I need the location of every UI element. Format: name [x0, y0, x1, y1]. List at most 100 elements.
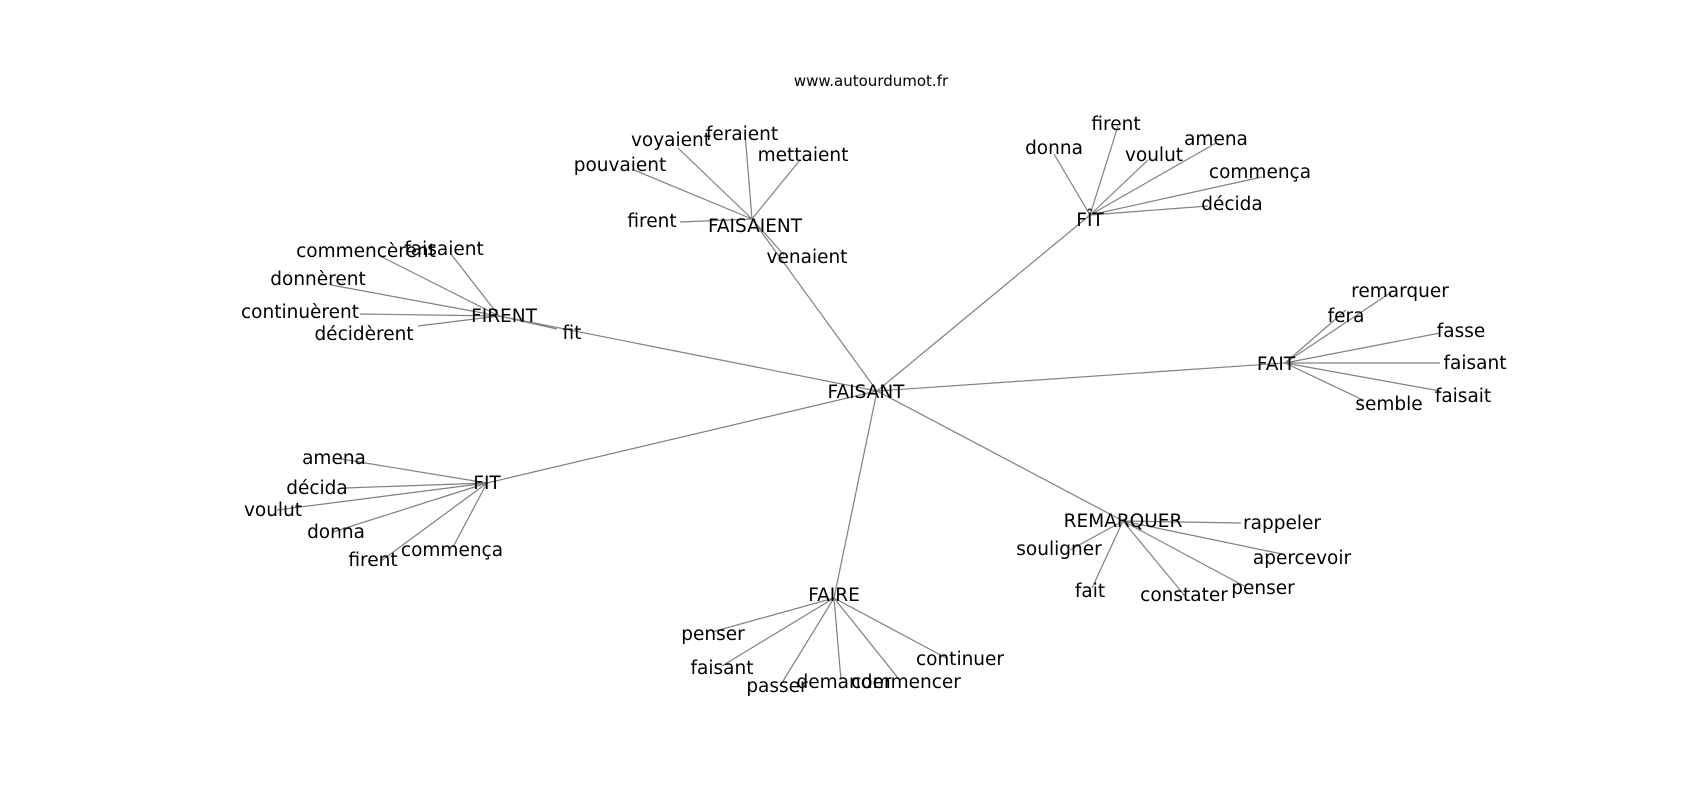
leaf-word-node: firent [348, 550, 397, 571]
hub-word-node: REMARQUER [1064, 511, 1183, 532]
leaf-word-node: amena [302, 448, 366, 469]
leaf-word-node: faisant [1444, 353, 1507, 374]
leaf-word-node: souligner [1016, 539, 1102, 560]
graph-edges [276, 125, 1441, 687]
hub-leaf-edge [1284, 309, 1347, 364]
center-hub-edge [833, 390, 878, 599]
hub-leaf-edge [498, 315, 558, 330]
leaf-word-node: donna [307, 522, 365, 543]
hub-leaf-edge [677, 147, 753, 220]
leaf-word-node: passer [746, 676, 808, 697]
hub-leaf-edge [344, 482, 488, 489]
hub-leaf-edge [340, 458, 488, 484]
hub-leaf-edge [711, 597, 835, 633]
hub-leaf-edge [679, 218, 753, 223]
hub-leaf-edge [1122, 520, 1186, 597]
leaf-word-node: faisant [691, 658, 754, 679]
hub-leaf-edge [1122, 520, 1283, 555]
leaf-word-node: pouvaient [574, 155, 667, 176]
hub-leaf-edge [721, 597, 835, 667]
hub-leaf-edge [833, 597, 899, 679]
center-hub-edge [486, 390, 878, 484]
hub-leaf-edge [332, 482, 488, 533]
center-word-node: FAISANT [828, 382, 906, 403]
leaf-word-node: voyaient [631, 130, 711, 151]
leaf-word-node: faisaient [404, 239, 483, 260]
leaf-word-node: feraient [706, 124, 778, 145]
graph-labels: FAISANT FAISAIENT voyaientferaientmettaien… [241, 114, 1506, 697]
hub-leaf-edge [452, 482, 488, 548]
hub-leaf-edge [359, 313, 500, 317]
leaf-word-node: remarquer [1351, 281, 1449, 302]
hub-leaf-edge [380, 482, 488, 562]
leaf-word-node: firent [1091, 114, 1140, 135]
hub-leaf-edge [1284, 292, 1391, 364]
hub-leaf-edge [379, 255, 500, 317]
hub-leaf-edge [1089, 205, 1209, 216]
hub-word-node: FIRENT [471, 306, 537, 327]
hub-word-node: FAISAIENT [708, 216, 803, 237]
leaf-word-node: donnèrent [270, 269, 365, 290]
leaf-word-node: fera [1328, 306, 1365, 327]
hub-leaf-edge [417, 315, 500, 327]
leaf-word-node: venaient [767, 247, 848, 268]
leaf-word-node: penser [1231, 578, 1295, 599]
leaf-word-node: fasse [1437, 321, 1486, 342]
site-url: www.autourdumot.fr [793, 72, 949, 90]
hub-leaf-edge [1284, 362, 1441, 392]
hub-leaf-edge [744, 132, 753, 220]
leaf-word-node: commencèrent [296, 241, 436, 262]
hub-leaf-edge [1089, 125, 1119, 216]
hub-leaf-edge [1053, 153, 1091, 216]
hub-leaf-edge [276, 482, 488, 511]
hub-leaf-edge [1089, 176, 1263, 216]
leaf-word-node: commença [1209, 162, 1311, 183]
hub-leaf-edge [1091, 520, 1124, 589]
leaf-word-node: mettaient [758, 145, 849, 166]
hub-leaf-edge [833, 597, 949, 660]
hub-leaf-edge [1284, 332, 1441, 364]
leaf-word-node: amena [1184, 129, 1248, 150]
hub-word-node: FAIT [1257, 354, 1296, 375]
hub-leaf-edge [1122, 520, 1245, 587]
hub-leaf-edge [1284, 362, 1364, 401]
hub-leaf-edge [450, 253, 500, 317]
leaf-word-node: commença [401, 540, 503, 561]
hub-word-node: FIT [473, 473, 501, 494]
leaf-word-node: demander [797, 672, 892, 693]
leaf-word-node: rappeler [1243, 513, 1321, 534]
leaf-word-node: fit [563, 323, 582, 344]
leaf-word-node: fait [1075, 581, 1105, 602]
hub-word-node: FÎT [1076, 209, 1104, 231]
leaf-word-node: apercevoir [1253, 548, 1352, 569]
center-hub-edge [751, 218, 878, 392]
hub-leaf-edge [330, 284, 500, 317]
leaf-word-node: donna [1025, 138, 1083, 159]
center-hub-edge [498, 315, 878, 392]
leaf-word-node: continuèrent [241, 302, 359, 323]
center-hub-edge [876, 214, 1091, 392]
leaf-word-node: semble [1355, 394, 1422, 415]
leaf-word-node: commencer [851, 672, 961, 693]
hub-leaf-edge [833, 597, 842, 681]
hub-leaf-edge [1089, 142, 1217, 216]
leaf-word-node: penser [681, 624, 745, 645]
hub-leaf-edge [1122, 520, 1242, 524]
hub-leaf-edge [779, 597, 835, 687]
hub-leaf-edge [751, 218, 785, 256]
hub-leaf-edge [1089, 159, 1149, 216]
leaf-word-node: décida [1201, 194, 1263, 215]
leaf-word-node: décidèrent [314, 324, 413, 345]
center-hub-edge [876, 390, 1124, 522]
leaf-word-node: voulut [1125, 145, 1183, 166]
leaf-word-node: constater [1140, 585, 1228, 606]
hub-word-node: FAIRE [808, 585, 860, 606]
leaf-word-node: faisait [1435, 386, 1491, 407]
leaf-word-node: firent [627, 211, 676, 232]
leaf-word-node: décida [286, 478, 348, 499]
leaf-word-node: voulut [244, 500, 302, 521]
center-hub-edge [876, 362, 1286, 392]
hub-leaf-edge [751, 159, 801, 220]
leaf-word-node: continuer [916, 649, 1004, 670]
